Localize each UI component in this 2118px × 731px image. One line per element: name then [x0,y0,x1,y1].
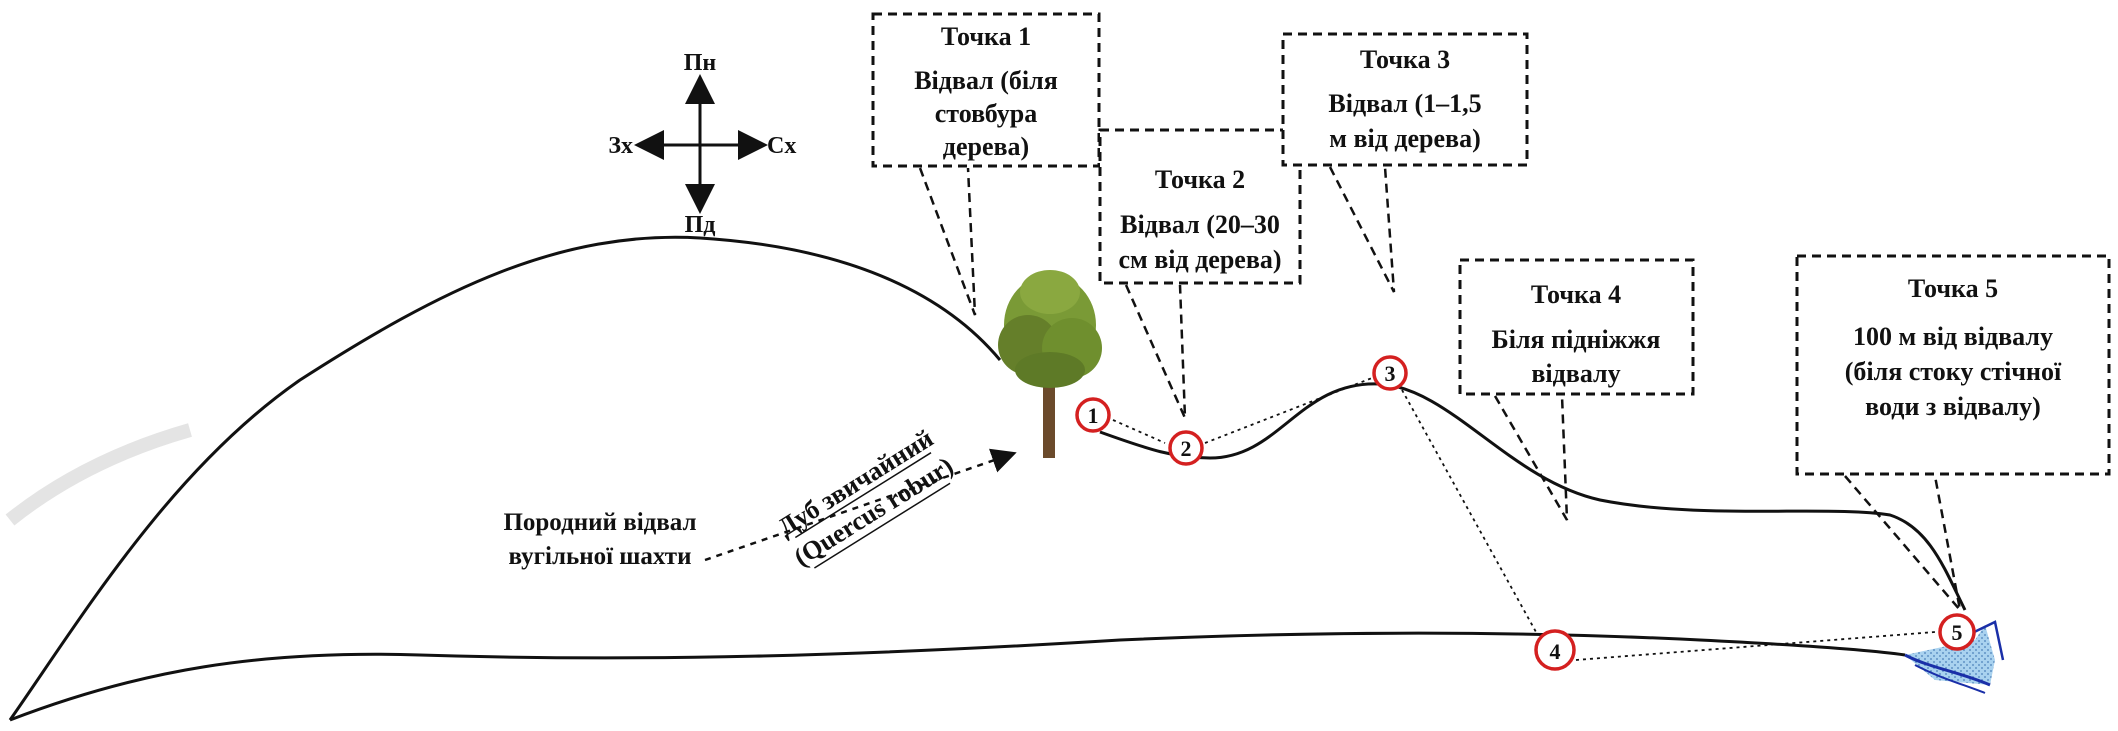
compass-rose: Пн Пд Зх Сх [608,50,796,238]
sampling-point-4[interactable]: 4 [1534,629,1576,671]
callout-5-leader [1844,475,1963,615]
faint-shading [5,423,192,526]
sampling-point-3-label: 3 [1385,361,1396,386]
sampling-point-3[interactable]: 3 [1372,355,1408,391]
oak-tree-icon [998,270,1102,458]
callout-2: Точка 2 Відвал (20–30 см від дерева) [1098,128,1302,285]
sampling-point-1[interactable]: 1 [1075,397,1111,433]
callout-2-title: Точка 2 [1155,165,1245,194]
heap-label-line2: вугільної шахти [509,543,692,570]
callout-3-leader [1328,166,1396,293]
callout-1-line3: дерева) [943,132,1029,161]
callout-3-title: Точка 3 [1360,45,1450,74]
terrain-profile [1099,382,1967,611]
callout-3-line1: Відвал (1–1,5 [1328,89,1481,118]
callout-1: Точка 1 Відвал (біля стовбура дерева) [871,12,1101,168]
sampling-point-2-label: 2 [1181,436,1192,461]
callout-4-line2: відвалу [1531,359,1620,388]
callout-2-line2: см від дерева) [1118,245,1281,274]
callout-4-leader [1493,395,1569,521]
callout-5: Точка 5 100 м від відвалу (біля стоку ст… [1795,254,2111,476]
callout-2-leader [1124,284,1187,419]
sampling-point-1-label: 1 [1088,403,1099,428]
ground-baseline [9,631,1906,722]
compass-south-label: Пд [685,212,716,238]
callout-5-line3: води з відвалу) [1865,392,2041,421]
compass-west-label: Зх [608,133,633,159]
callout-5-line1: 100 м від відвалу [1853,322,2053,351]
heap-outline [8,235,1002,721]
callout-2-line1: Відвал (20–30 [1120,210,1280,239]
sampling-connections [1112,377,1936,661]
connection-1-2 [1112,419,1166,444]
callout-3-line2: м від дерева) [1329,124,1481,153]
callout-1-title: Точка 1 [941,22,1031,51]
sampling-point-4-label: 4 [1550,639,1561,664]
heap-label-line1: Породний відвал [503,509,696,536]
callout-4-title: Точка 4 [1531,280,1621,309]
callout-3: Точка 3 Відвал (1–1,5 м від дерева) [1281,32,1529,167]
callout-leaders [918,166,1963,615]
connection-2-3 [1204,377,1373,444]
callout-1-leader [918,167,977,316]
oak-label: Дуб звичайний (Quercus robur) [773,424,959,573]
callout-5-line2: (біля стоку стічної [1845,357,2062,386]
callout-5-title: Точка 5 [1908,274,1998,303]
callout-1-line1: Відвал (біля [914,66,1058,95]
callout-4: Точка 4 Біля підніжжя відвалу [1458,258,1695,396]
oak-label-underline [794,452,932,539]
wastewater-runoff [1904,620,2005,694]
compass-east-label: Сх [767,133,796,159]
sampling-point-5-label: 5 [1952,620,1963,645]
sampling-point-2[interactable]: 2 [1168,430,1204,466]
callout-4-line1: Біля підніжжя [1492,325,1661,354]
oak-label-underline-2 [814,482,951,569]
compass-north-label: Пн [684,50,717,76]
callout-1-line2: стовбура [935,99,1038,128]
sampling-point-5[interactable]: 5 [1938,613,1976,651]
